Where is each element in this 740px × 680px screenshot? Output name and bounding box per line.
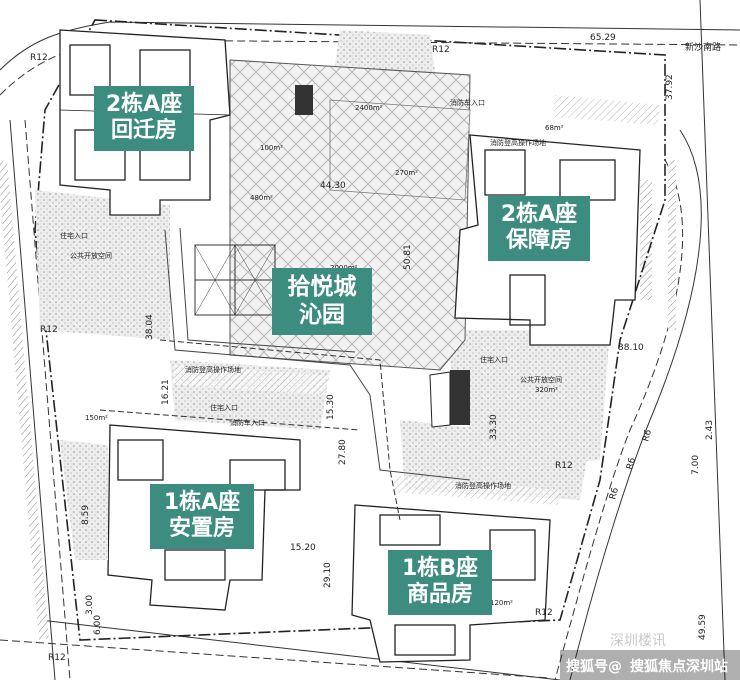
dim-r-h1: 49.59 <box>698 614 708 640</box>
radius-5: R12 <box>48 653 66 663</box>
anno-fire-lane-2: 消防登高操作场地 <box>455 481 511 490</box>
anno-public-space-2: 公共开放空间 <box>520 375 562 384</box>
anno-housing-entry-3: 住宅入口 <box>210 403 238 412</box>
label-garden-line1: 拾悦城 <box>287 274 357 300</box>
anno-sqm-150: 150m² <box>85 414 108 422</box>
label-1b-line1: 1栋B座 <box>401 556 479 581</box>
radius-7: R6 <box>608 486 621 500</box>
dim-r-h2: 7.00 <box>691 455 701 475</box>
label-2a-security-line1: 2栋A座 <box>500 202 578 227</box>
dim-left-1: 3.00 <box>85 595 95 615</box>
label-2a-resettlement: 2栋A座 回迁房 <box>94 86 194 151</box>
dim-b-h3: 15.30 <box>326 394 336 420</box>
radius-4: R12 <box>555 461 573 471</box>
label-2a-security-line2: 保障房 <box>505 228 572 254</box>
anno-sqm-270: 270m² <box>395 169 418 177</box>
anno-sqm-120: 120m² <box>490 599 513 607</box>
dim-left-0: 8.59 <box>81 505 91 525</box>
anno-sqm-320: 320m² <box>535 386 558 394</box>
label-2a-resettlement-line2: 回迁房 <box>110 118 177 144</box>
radius-6: R12 <box>535 608 553 618</box>
watermark-faint: 深圳楼讯 <box>610 633 666 649</box>
anno-fire-lane-1: 消防登高操作场地 <box>185 365 241 374</box>
radius-3: R12 <box>40 325 58 335</box>
anno-sqm-480: 480m² <box>250 194 273 202</box>
label-1b-commercial: 1栋B座 商品房 <box>388 550 492 615</box>
anno-public-space-1: 公共开放空间 <box>70 251 112 260</box>
radius-8: R6 <box>625 456 638 470</box>
anno-housing-entry-2: 住宅入口 <box>480 355 508 364</box>
dim-b-h5: 33.30 <box>489 414 499 440</box>
road-xinsha: 新沙南路 <box>685 41 721 53</box>
dim-left-3: 2.43 <box>705 420 715 440</box>
anno-fire-entry-2: 消防车入口 <box>450 98 485 107</box>
dim-top-width: 65.29 <box>590 33 616 43</box>
label-1a-line2: 安置房 <box>168 516 235 542</box>
dim-mid-width: 44.30 <box>320 181 346 191</box>
dim-bottom-w: 15.20 <box>290 543 316 553</box>
watermark-right: 搜狐焦点深圳站 <box>630 659 728 675</box>
dim-mid-h: 50.81 <box>403 244 413 270</box>
dim-b-h1: 29.10 <box>323 562 333 588</box>
label-2a-security: 2栋A座 保障房 <box>488 196 590 261</box>
label-1a-line1: 1栋A座 <box>163 490 241 515</box>
dim-right-h: 37.92 <box>665 74 675 100</box>
dim-left-h: 38.04 <box>145 314 155 340</box>
label-1b-line2: 商品房 <box>406 582 473 608</box>
site-boundary <box>34 19 666 641</box>
dim-b-h4: 27.80 <box>338 439 348 465</box>
anno-housing-entry-1: 住宅入口 <box>60 231 88 240</box>
anno-sqm-2400: 2400m² <box>355 104 383 112</box>
dim-r-top: 38.10 <box>618 343 644 353</box>
radius-2: R12 <box>432 45 450 55</box>
anno-sqm-100: 100m² <box>260 144 283 152</box>
label-2a-resettlement-line1: 2栋A座 <box>105 92 183 117</box>
radius-9: R6 <box>641 428 654 442</box>
anno-fire-entry-1: 消防车入口 <box>230 418 265 427</box>
anno-sqm-68: 68m² <box>545 124 564 132</box>
label-garden-line2: 沁园 <box>299 301 345 328</box>
dim-left-2: 6.00 <box>93 615 103 635</box>
label-1a-resettlement: 1栋A座 安置房 <box>150 484 254 549</box>
dim-b-h2: 16.21 <box>161 379 171 405</box>
label-garden: 拾悦城 沁园 <box>272 268 372 336</box>
watermark-left: 搜狐号@ <box>566 659 622 675</box>
radius-1: R12 <box>30 53 48 63</box>
anno-fire-lane-3: 消防登高操作场地 <box>490 138 546 147</box>
